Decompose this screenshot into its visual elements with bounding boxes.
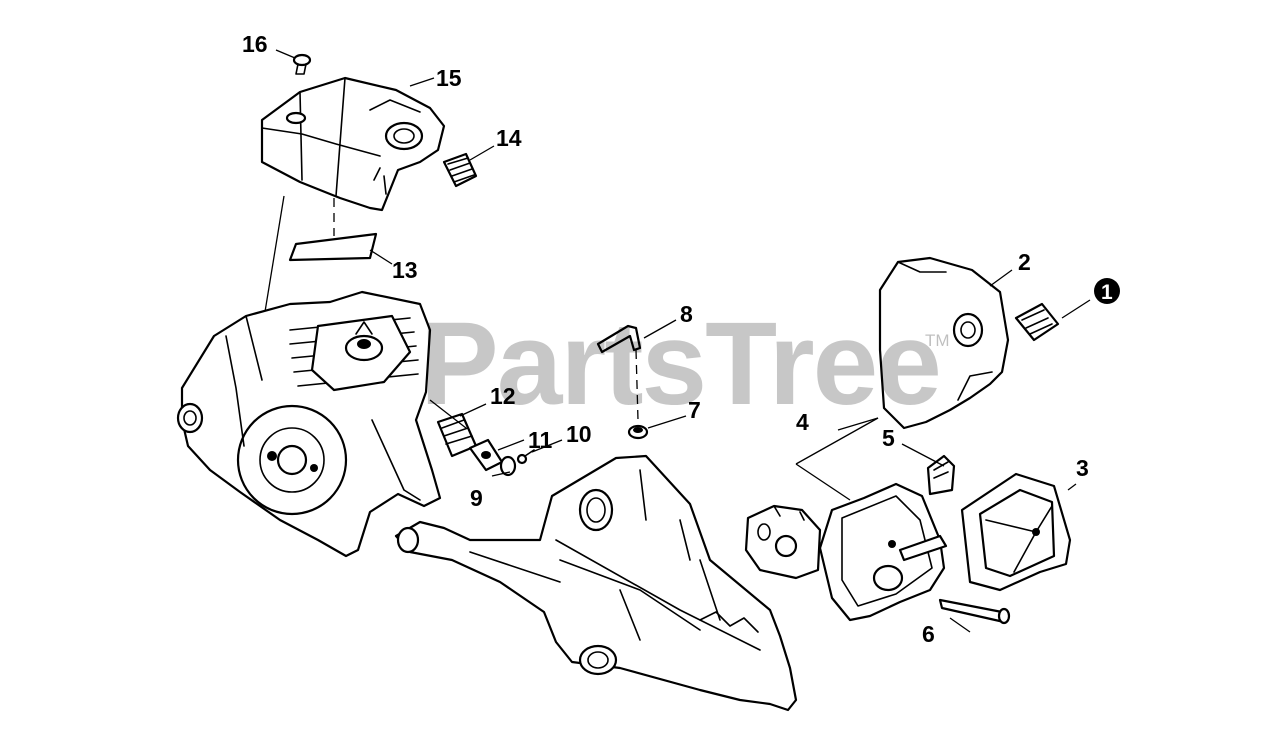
callout-10: 10 xyxy=(566,421,592,447)
part-9-ring xyxy=(499,455,517,477)
callout-6: 6 xyxy=(922,621,935,647)
part-13-label xyxy=(288,232,378,262)
part-5-bracket xyxy=(926,454,956,496)
callout-15: 15 xyxy=(436,65,462,91)
callout-11: 11 xyxy=(528,427,553,453)
tank-housing xyxy=(394,454,798,712)
part-1-knob xyxy=(1014,302,1060,342)
callout-1: 1 xyxy=(1101,281,1113,304)
callout-3: 3 xyxy=(1076,455,1089,481)
part-7-grommet xyxy=(627,424,649,440)
callout-4: 4 xyxy=(796,409,809,435)
callout-7: 7 xyxy=(688,397,701,423)
engine-crankcase xyxy=(176,290,442,558)
part-16-screw xyxy=(292,53,312,75)
callout-12: 12 xyxy=(490,383,516,409)
callout-2: 2 xyxy=(1018,249,1031,275)
callout-16: 16 xyxy=(242,31,268,57)
callout-1-badge xyxy=(1094,278,1120,304)
part-4-carburetor-assembly xyxy=(744,482,948,622)
part-15-top-cover xyxy=(260,76,446,212)
part-14-spring xyxy=(442,152,478,188)
watermark-trademark: TM xyxy=(925,331,950,350)
leader-lines xyxy=(275,49,1091,633)
callout-14: 14 xyxy=(496,125,522,151)
part-6-screw xyxy=(938,598,1011,625)
callout-8: 8 xyxy=(680,301,693,327)
part-2-filter-cover xyxy=(878,256,1010,430)
callouts: 1 2 3 4 5 6 7 8 9 10 11 12 13 14 15 16 xyxy=(242,31,1120,647)
watermark-text: PartsTree xyxy=(420,298,940,430)
callout-9: 9 xyxy=(470,485,483,511)
part-8-fuel-hose xyxy=(596,324,642,421)
part-3-air-filter xyxy=(960,472,1072,592)
callout-13: 13 xyxy=(392,257,418,283)
callout-5: 5 xyxy=(882,425,895,451)
